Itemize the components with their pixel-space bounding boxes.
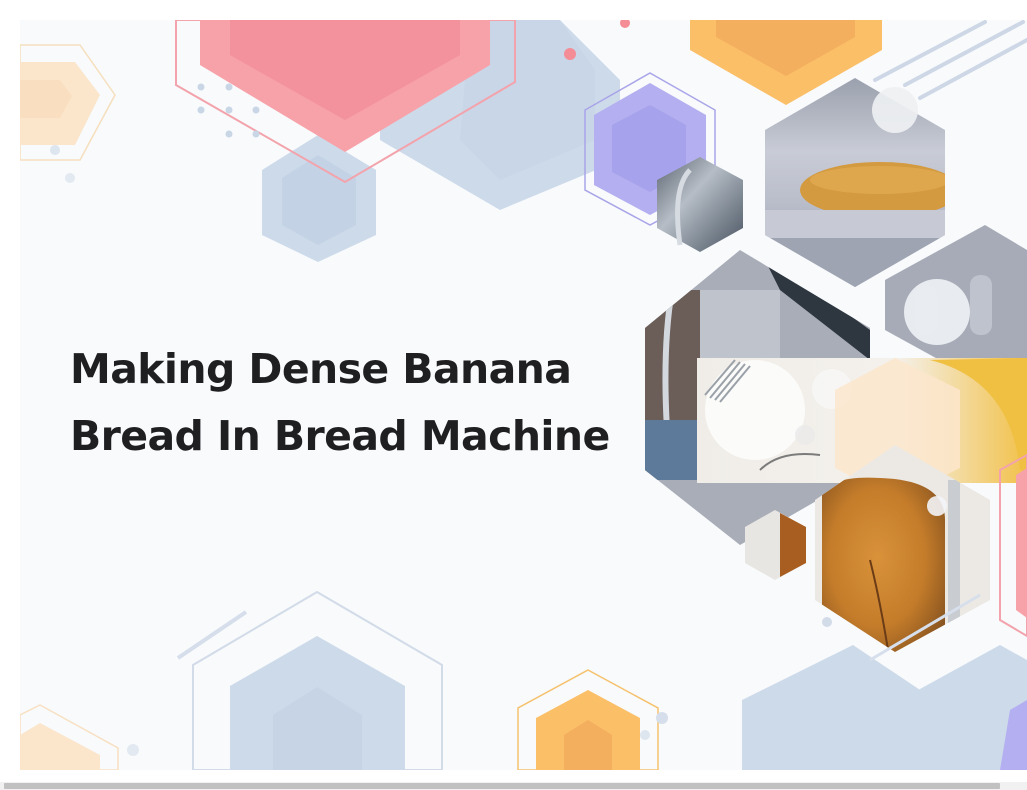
hexagon-pattern-background (20, 20, 1027, 770)
scrollbar-thumb[interactable] (4, 783, 1000, 789)
hero-banner: Making Dense Banana Bread In Bread Machi… (20, 20, 1027, 770)
horizontal-scrollbar[interactable] (0, 782, 1027, 790)
page-title: Making Dense Banana Bread In Bread Machi… (70, 336, 610, 470)
title-line-1: Making Dense Banana (70, 345, 572, 393)
title-line-2: Bread In Bread Machine (70, 412, 610, 460)
